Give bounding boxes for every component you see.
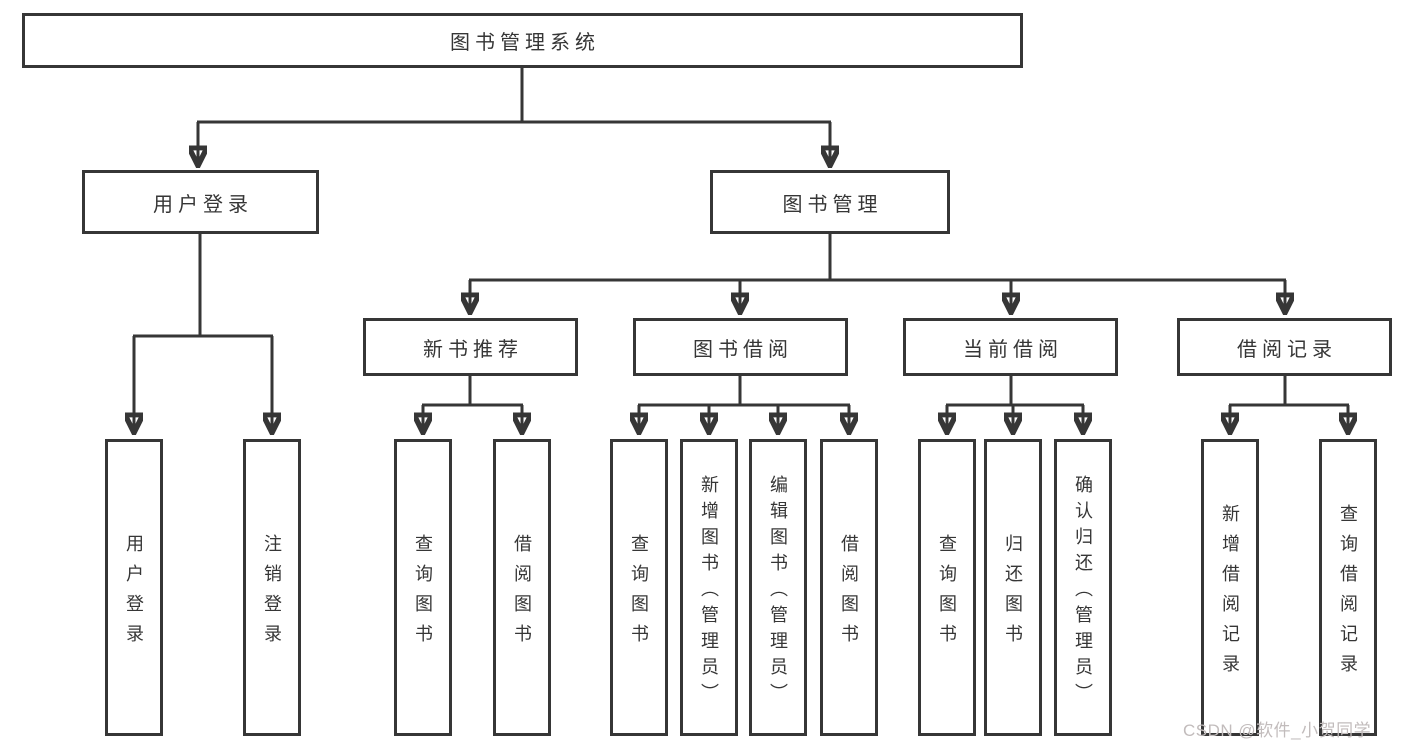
leaf-borrow-query-books: 查询图书	[610, 439, 668, 736]
user-login-connectors	[133, 234, 273, 430]
node-new-book-recommend: 新书推荐	[363, 318, 578, 376]
leaf-borrow-query-books-label: 查询图书	[629, 533, 649, 654]
leaf-current-query-books: 查询图书	[918, 439, 976, 736]
node-root-system: 图书管理系统	[22, 13, 1023, 68]
node-book-borrow-label: 图书借阅	[693, 338, 793, 361]
leaf-user-login-label: 用户登录	[124, 533, 144, 654]
leaf-query-borrow-record-label: 查询借阅记录	[1338, 503, 1358, 684]
node-book-management-label: 图书管理	[782, 193, 883, 216]
leaf-return-books-label: 归还图书	[1003, 533, 1023, 654]
leaf-borrow-books: 借阅图书	[820, 439, 878, 736]
node-book-management: 图书管理	[710, 170, 950, 234]
node-user-login: 用户登录	[82, 170, 319, 234]
csdn-watermark: CSDN @软件_小贺同学	[1183, 721, 1372, 740]
node-borrow-records: 借阅记录	[1177, 318, 1392, 376]
node-borrow-records-label: 借阅记录	[1237, 338, 1337, 361]
leaf-confirm-return-admin: 确认归还（管理员）	[1054, 439, 1112, 736]
node-current-borrow: 当前借阅	[903, 318, 1118, 376]
node-book-borrow: 图书借阅	[633, 318, 848, 376]
node-root-system-label: 图书管理系统	[450, 32, 600, 54]
leaf-add-books-admin-label: 新增图书（管理员）	[699, 474, 719, 709]
borrow-records-connectors	[1229, 376, 1349, 430]
leaf-current-query-books-label: 查询图书	[937, 533, 957, 654]
node-user-login-label: 用户登录	[153, 193, 253, 216]
node-current-borrow-label: 当前借阅	[963, 338, 1063, 361]
leaf-recommend-query-books-label: 查询图书	[413, 533, 433, 654]
book-borrow-connectors	[638, 376, 850, 430]
leaf-confirm-return-admin-label: 确认归还（管理员）	[1073, 474, 1093, 709]
root-connectors	[197, 68, 831, 163]
leaf-recommend-query-books: 查询图书	[394, 439, 452, 736]
book-management-connectors	[469, 234, 1286, 310]
leaf-user-login: 用户登录	[105, 439, 163, 736]
leaf-query-borrow-record: 查询借阅记录	[1319, 439, 1377, 736]
leaf-add-books-admin: 新增图书（管理员）	[680, 439, 738, 736]
new-book-connectors	[422, 376, 523, 430]
current-borrow-connectors	[946, 376, 1084, 430]
leaf-recommend-borrow-books-label: 借阅图书	[512, 533, 532, 654]
leaf-edit-books-admin-label: 编辑图书（管理员）	[768, 474, 788, 709]
leaf-logout-label: 注销登录	[262, 533, 282, 654]
leaf-borrow-books-label: 借阅图书	[839, 533, 859, 654]
leaf-logout: 注销登录	[243, 439, 301, 736]
node-new-book-recommend-label: 新书推荐	[423, 338, 523, 361]
leaf-edit-books-admin: 编辑图书（管理员）	[749, 439, 807, 736]
leaf-add-borrow-record: 新增借阅记录	[1201, 439, 1259, 736]
leaf-add-borrow-record-label: 新增借阅记录	[1220, 503, 1240, 684]
leaf-recommend-borrow-books: 借阅图书	[493, 439, 551, 736]
leaf-return-books: 归还图书	[984, 439, 1042, 736]
